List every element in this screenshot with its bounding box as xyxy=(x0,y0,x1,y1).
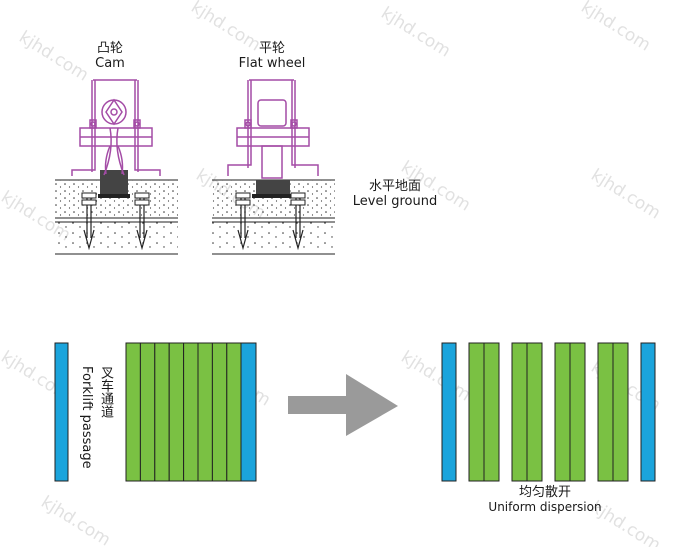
rack-bar xyxy=(612,342,629,482)
cam-label: 凸轮 Cam xyxy=(70,41,150,72)
forklift-passage-label: Forklift passage 叉车通道 xyxy=(74,366,114,469)
uniform-dispersion-label: 均匀散开 Uniform dispersion xyxy=(470,485,620,515)
rail-block xyxy=(256,180,290,196)
forklift-passage-bar xyxy=(240,342,257,482)
rack-bar xyxy=(569,342,586,482)
cam-assembly xyxy=(55,79,178,255)
rack-bar xyxy=(597,342,614,482)
rack-bar xyxy=(183,342,199,482)
dispersed-rack-group xyxy=(441,342,656,482)
forklift-passage-label-zh: 叉车通道 xyxy=(98,366,113,418)
wheel-diagram xyxy=(55,79,335,255)
rack-bar xyxy=(526,342,543,482)
forklift-passage-bar xyxy=(441,342,457,482)
uniform-dispersion-label-en: Uniform dispersion xyxy=(488,499,602,514)
subsoil xyxy=(212,222,335,252)
level-ground-label-zh: 水平地面 xyxy=(368,179,421,194)
rack-bar xyxy=(168,342,185,482)
cam-label-en: Cam xyxy=(95,55,125,71)
rack-bar xyxy=(554,342,571,482)
forklift-passage-bar xyxy=(640,342,656,482)
rack-bar xyxy=(139,342,156,482)
rack-bar xyxy=(483,342,500,482)
uniform-dispersion-label-zh: 均匀散开 xyxy=(518,485,571,500)
flat-wheel-label: 平轮 Flat wheel xyxy=(222,41,322,72)
subsoil xyxy=(55,222,178,252)
rack-bar xyxy=(211,342,228,482)
flat-wheel-assembly xyxy=(212,79,335,255)
dense-rack-group xyxy=(54,342,257,482)
rack-bar xyxy=(511,342,528,482)
rack-bar xyxy=(154,342,170,482)
level-ground-label-en: Level ground xyxy=(352,193,438,209)
rack-bar xyxy=(197,342,213,482)
rack-bar xyxy=(468,342,485,482)
flat-wheel-label-zh: 平轮 xyxy=(258,41,285,56)
forklift-passage-label-en: Forklift passage xyxy=(79,366,94,469)
rack-bar xyxy=(125,342,141,482)
right-arrow-icon xyxy=(288,374,398,436)
cam-label-zh: 凸轮 xyxy=(96,41,123,56)
flat-wheel-label-en: Flat wheel xyxy=(238,55,306,71)
level-ground-label: 水平地面 Level ground xyxy=(340,179,450,210)
forklift-passage-bar xyxy=(54,342,69,482)
flat-wheel-shape xyxy=(257,99,287,127)
rack-bar xyxy=(226,342,242,482)
